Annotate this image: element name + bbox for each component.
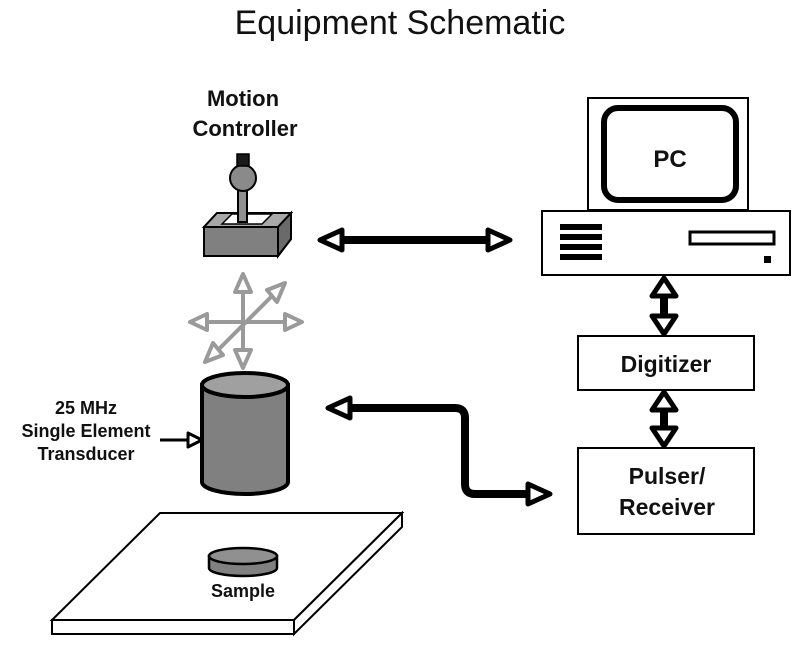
- transducer-label-line2: Single Element: [21, 421, 150, 441]
- digitizer-label: Digitizer: [621, 351, 712, 377]
- sample-disk-icon: [207, 546, 279, 578]
- pulser-receiver-label-line2: Receiver: [619, 494, 715, 520]
- pulser-receiver-box: [577, 447, 755, 535]
- digitizer-box: [577, 335, 755, 391]
- pc-computer-icon: [541, 97, 791, 276]
- transducer-label-line3: Transducer: [37, 444, 134, 464]
- diagram-title: Equipment Schematic: [235, 4, 566, 42]
- multi-axis-motion-arrows-icon: [188, 272, 304, 370]
- motion-controller-label-line1: Motion: [207, 86, 279, 111]
- transducer-label-line1: 25 MHz: [55, 398, 117, 418]
- transducer-pointer-arrow: [160, 431, 204, 449]
- pulser-receiver-label-line1: Pulser/: [629, 463, 706, 489]
- controller-pc-link-arrow: [317, 227, 513, 253]
- motion-controller-label-line2: Controller: [192, 116, 298, 141]
- sample-label: Sample: [211, 581, 275, 601]
- digitizer-pulser-link-arrow: [649, 389, 679, 449]
- pc-label: PC: [653, 146, 686, 173]
- joystick-icon: [201, 153, 294, 259]
- transducer-cylinder-icon: [200, 371, 290, 496]
- pc-digitizer-link-arrow: [649, 275, 679, 337]
- transducer-pulser-link-arrow: [325, 395, 553, 507]
